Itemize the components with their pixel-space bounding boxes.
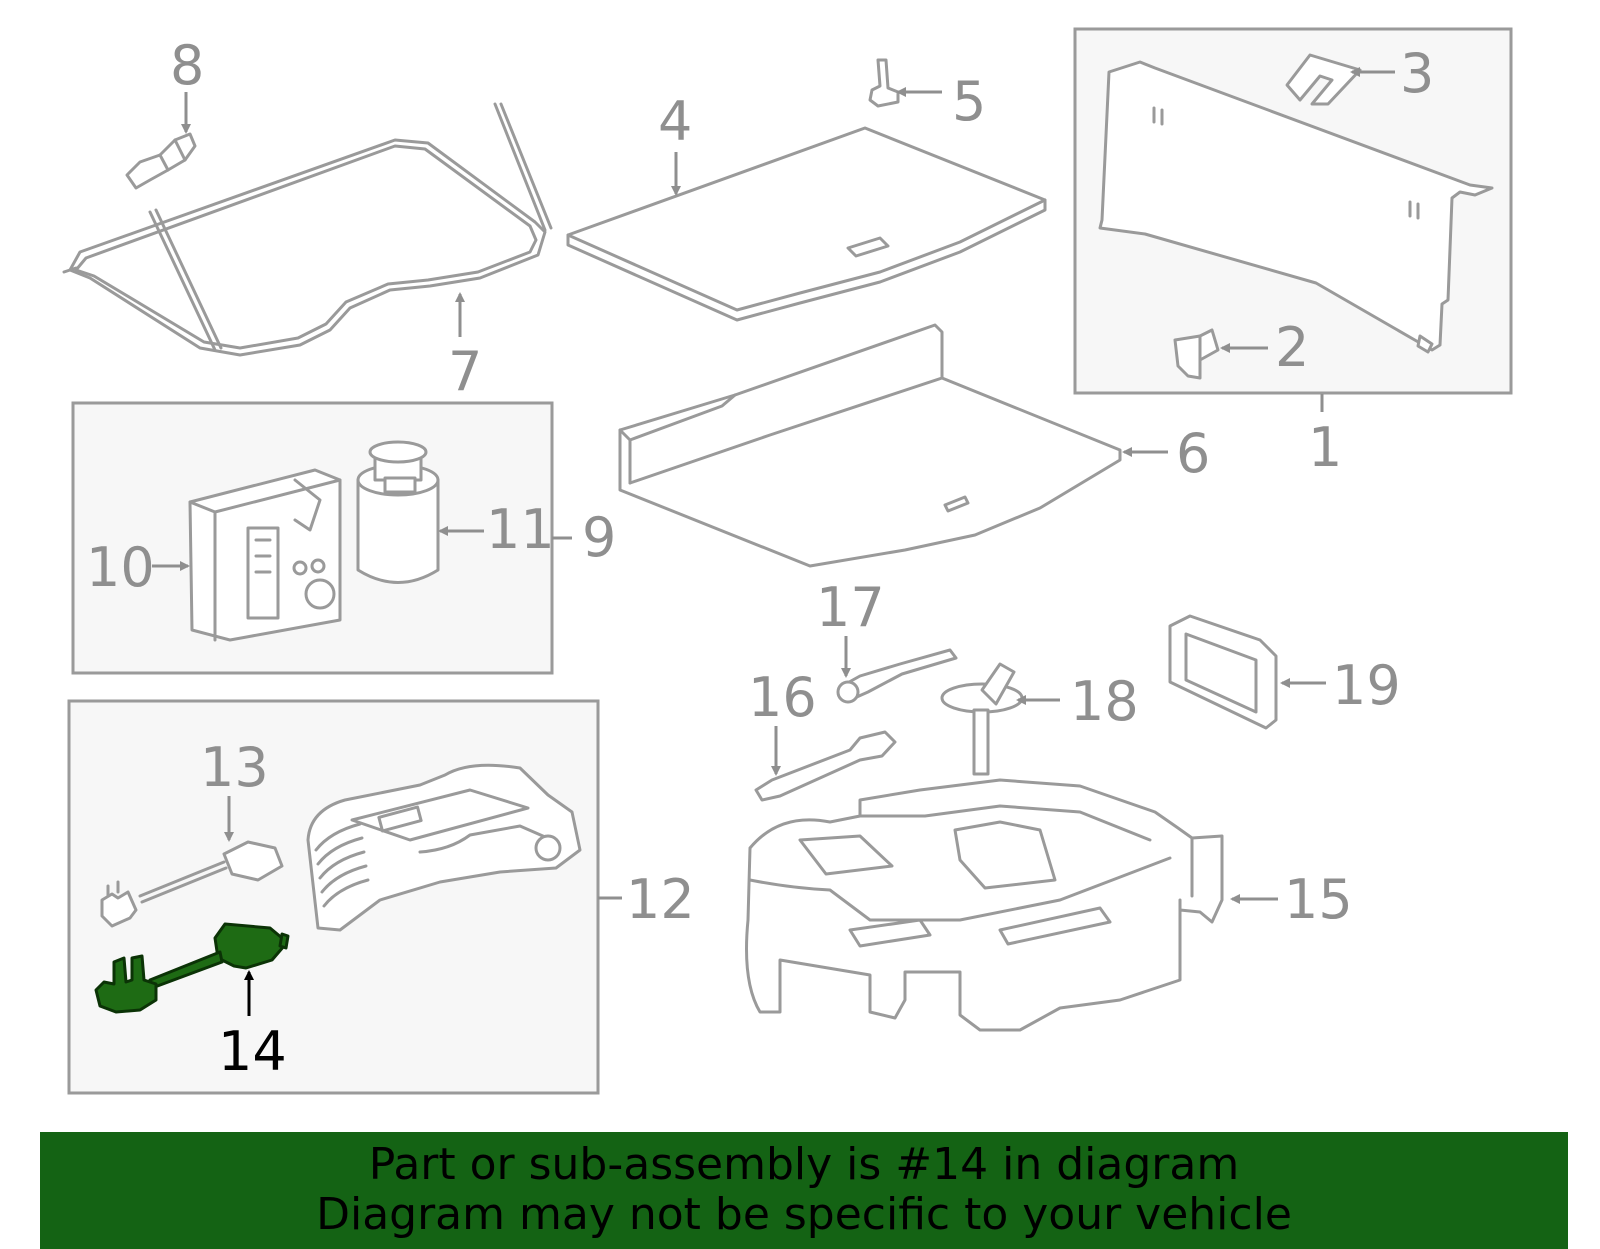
- part-11-sealant-bottle: [356, 440, 440, 584]
- part-19-pad: [1168, 614, 1278, 730]
- callout-12: 12: [626, 868, 695, 931]
- callout-9: 9: [582, 506, 616, 569]
- callout-15: 15: [1284, 868, 1353, 931]
- callout-4: 4: [658, 90, 692, 153]
- part-8-clip: [125, 132, 197, 190]
- part-6-mat: [618, 323, 1122, 568]
- part-1-trim-panel: [1098, 60, 1494, 354]
- part-12-inflator-kit: [306, 763, 582, 932]
- callout-13: 13: [200, 736, 269, 799]
- part-14-power-cord-highlighted: [94, 922, 290, 1014]
- part-15-foam-tray: [745, 778, 1224, 1032]
- callout-6: 6: [1176, 422, 1210, 485]
- part-2-retainer: [1173, 328, 1220, 380]
- callout-18: 18: [1070, 670, 1139, 733]
- callout-5: 5: [952, 70, 986, 133]
- part-13-adapter-cord: [100, 840, 284, 928]
- callout-2: 2: [1275, 316, 1309, 379]
- callout-7: 7: [448, 340, 482, 403]
- callout-3: 3: [1400, 42, 1434, 105]
- leader-lines: [152, 67, 1395, 1016]
- part-10-compressor: [188, 468, 342, 642]
- part-7-cargo-cover-frame: [62, 102, 553, 357]
- callout-17: 17: [816, 576, 885, 639]
- callout-10: 10: [86, 536, 155, 599]
- part-4-floor-panel: [566, 126, 1047, 322]
- callout-11: 11: [486, 498, 555, 561]
- callout-14-highlighted: 14: [218, 1020, 287, 1083]
- callout-16: 16: [748, 666, 817, 729]
- callout-19: 19: [1332, 654, 1401, 717]
- part-16-jack-handle: [754, 730, 897, 802]
- part-18-wing-bolt: [940, 662, 1024, 776]
- banner-line-2: Diagram may not be specific to your vehi…: [316, 1189, 1292, 1240]
- part-3-clip: [1285, 53, 1362, 106]
- callout-1: 1: [1308, 416, 1342, 479]
- info-banner: Part or sub-assembly is #14 in diagram D…: [40, 1132, 1568, 1249]
- callout-labels: 8 4 5 3 2 1 7 6 10 11 9 17 16 18 19 13 1…: [86, 34, 1434, 1083]
- part-5-pin: [868, 58, 900, 108]
- banner-line-1: Part or sub-assembly is #14 in diagram: [368, 1139, 1240, 1190]
- part-17-extension: [836, 648, 958, 704]
- callout-8: 8: [170, 34, 204, 97]
